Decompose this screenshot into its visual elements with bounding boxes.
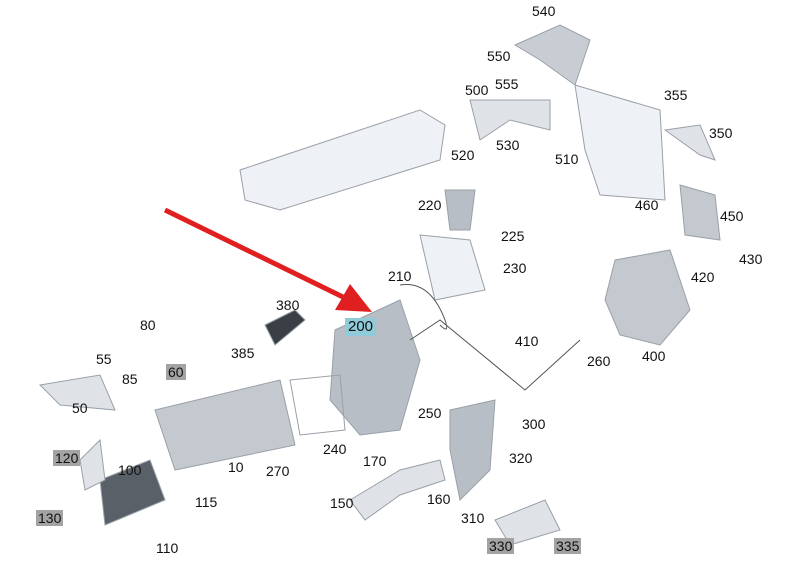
intake-manifold	[239, 109, 446, 211]
part-label-300: 300	[522, 416, 546, 432]
part-label-260: 260	[587, 353, 611, 369]
part-label-170: 170	[363, 453, 387, 469]
part-label-250: 250	[418, 405, 442, 421]
part-label-55: 55	[96, 351, 112, 367]
hose-380	[264, 309, 306, 346]
part-label-350: 350	[709, 125, 733, 141]
part-label-115: 115	[195, 494, 218, 510]
part-label-330: 330	[487, 538, 515, 554]
bracket-350	[663, 124, 716, 161]
part-label-200: 200	[345, 318, 377, 336]
part-label-420: 420	[691, 269, 715, 285]
part-label-430: 430	[739, 251, 763, 267]
part-label-230: 230	[503, 260, 527, 276]
pipe-500	[469, 99, 551, 141]
part-label-450: 450	[720, 208, 744, 224]
part-label-335: 335	[554, 538, 582, 554]
part-label-380: 380	[276, 297, 300, 313]
part-label-530: 530	[496, 137, 520, 153]
part-label-110: 110	[156, 540, 179, 556]
part-label-210: 210	[388, 268, 412, 284]
part-label-10: 10	[228, 459, 244, 475]
part-label-400: 400	[642, 348, 666, 364]
part-label-85: 85	[122, 371, 138, 387]
heat-shield-550	[513, 24, 591, 86]
red-arrow	[163, 207, 372, 312]
part-label-555: 555	[495, 76, 519, 92]
part-label-520: 520	[451, 147, 475, 163]
part-label-270: 270	[266, 463, 290, 479]
gasket-240	[289, 374, 346, 436]
valve-450	[679, 184, 721, 241]
bracket-plate	[419, 234, 486, 301]
cover-plate	[574, 84, 666, 201]
cable-210	[399, 283, 448, 330]
part-label-150: 150	[330, 495, 354, 511]
bracket-300	[449, 399, 496, 502]
part-label-50: 50	[72, 400, 88, 416]
part-label-460: 460	[635, 197, 659, 213]
bracket-120	[79, 438, 106, 491]
part-label-540: 540	[532, 3, 556, 19]
pipe-150	[349, 459, 446, 521]
part-label-550: 550	[487, 48, 511, 64]
part-label-240: 240	[323, 441, 347, 457]
cooler-10	[154, 379, 296, 471]
part-label-160: 160	[427, 491, 451, 507]
part-label-320: 320	[509, 450, 533, 466]
part-label-355: 355	[664, 87, 688, 103]
actuator-220	[444, 189, 476, 231]
part-label-500: 500	[465, 82, 489, 98]
part-label-130: 130	[36, 510, 64, 526]
part-label-385: 385	[231, 345, 255, 361]
pump-400	[604, 249, 691, 346]
part-label-220: 220	[418, 197, 442, 213]
part-label-80: 80	[140, 317, 156, 333]
part-label-100: 100	[118, 462, 142, 478]
shield-330	[494, 499, 561, 546]
bracket-100	[99, 459, 166, 526]
part-label-60: 60	[166, 364, 186, 380]
part-label-310: 310	[461, 510, 485, 526]
bracket-50	[38, 374, 116, 411]
part-label-120: 120	[53, 450, 81, 466]
part-label-510: 510	[555, 151, 579, 167]
leader-line	[409, 319, 581, 391]
part-label-225: 225	[501, 228, 525, 244]
part-label-410: 410	[515, 333, 539, 349]
